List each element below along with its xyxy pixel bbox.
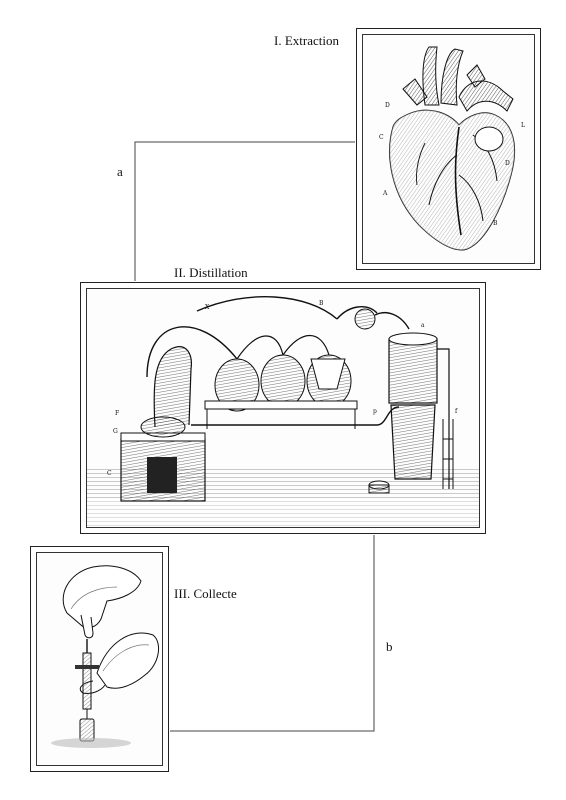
svg-text:p: p <box>373 408 377 415</box>
svg-text:B: B <box>493 220 498 227</box>
distillation-panel: X B F G C a f p <box>80 282 486 534</box>
hands-syringe-engraving <box>36 552 163 766</box>
svg-text:C: C <box>107 470 112 477</box>
collection-panel <box>30 546 169 772</box>
connector-label-b: b <box>386 639 393 654</box>
svg-text:F: F <box>115 410 119 417</box>
stage-label-extraction: I. Extraction <box>274 33 339 48</box>
stage-label-distillation: II. Distillation <box>174 265 248 280</box>
svg-text:X: X <box>205 304 210 311</box>
stage-label-collection: III. Collecte <box>174 586 237 601</box>
svg-text:B: B <box>319 300 324 307</box>
extraction-panel: D C A L D B <box>356 28 541 270</box>
connector-label-a: a <box>117 164 123 179</box>
svg-text:a: a <box>421 322 425 329</box>
svg-text:D: D <box>505 160 510 167</box>
svg-text:L: L <box>521 122 525 129</box>
svg-text:C: C <box>379 134 384 141</box>
svg-text:G: G <box>113 428 118 435</box>
svg-text:A: A <box>382 190 388 197</box>
distillation-apparatus-engraving: X B F G C a f p <box>86 288 480 528</box>
svg-text:D: D <box>385 102 390 109</box>
svg-text:f: f <box>455 408 458 415</box>
heart-engraving: D C A L D B <box>362 34 535 264</box>
